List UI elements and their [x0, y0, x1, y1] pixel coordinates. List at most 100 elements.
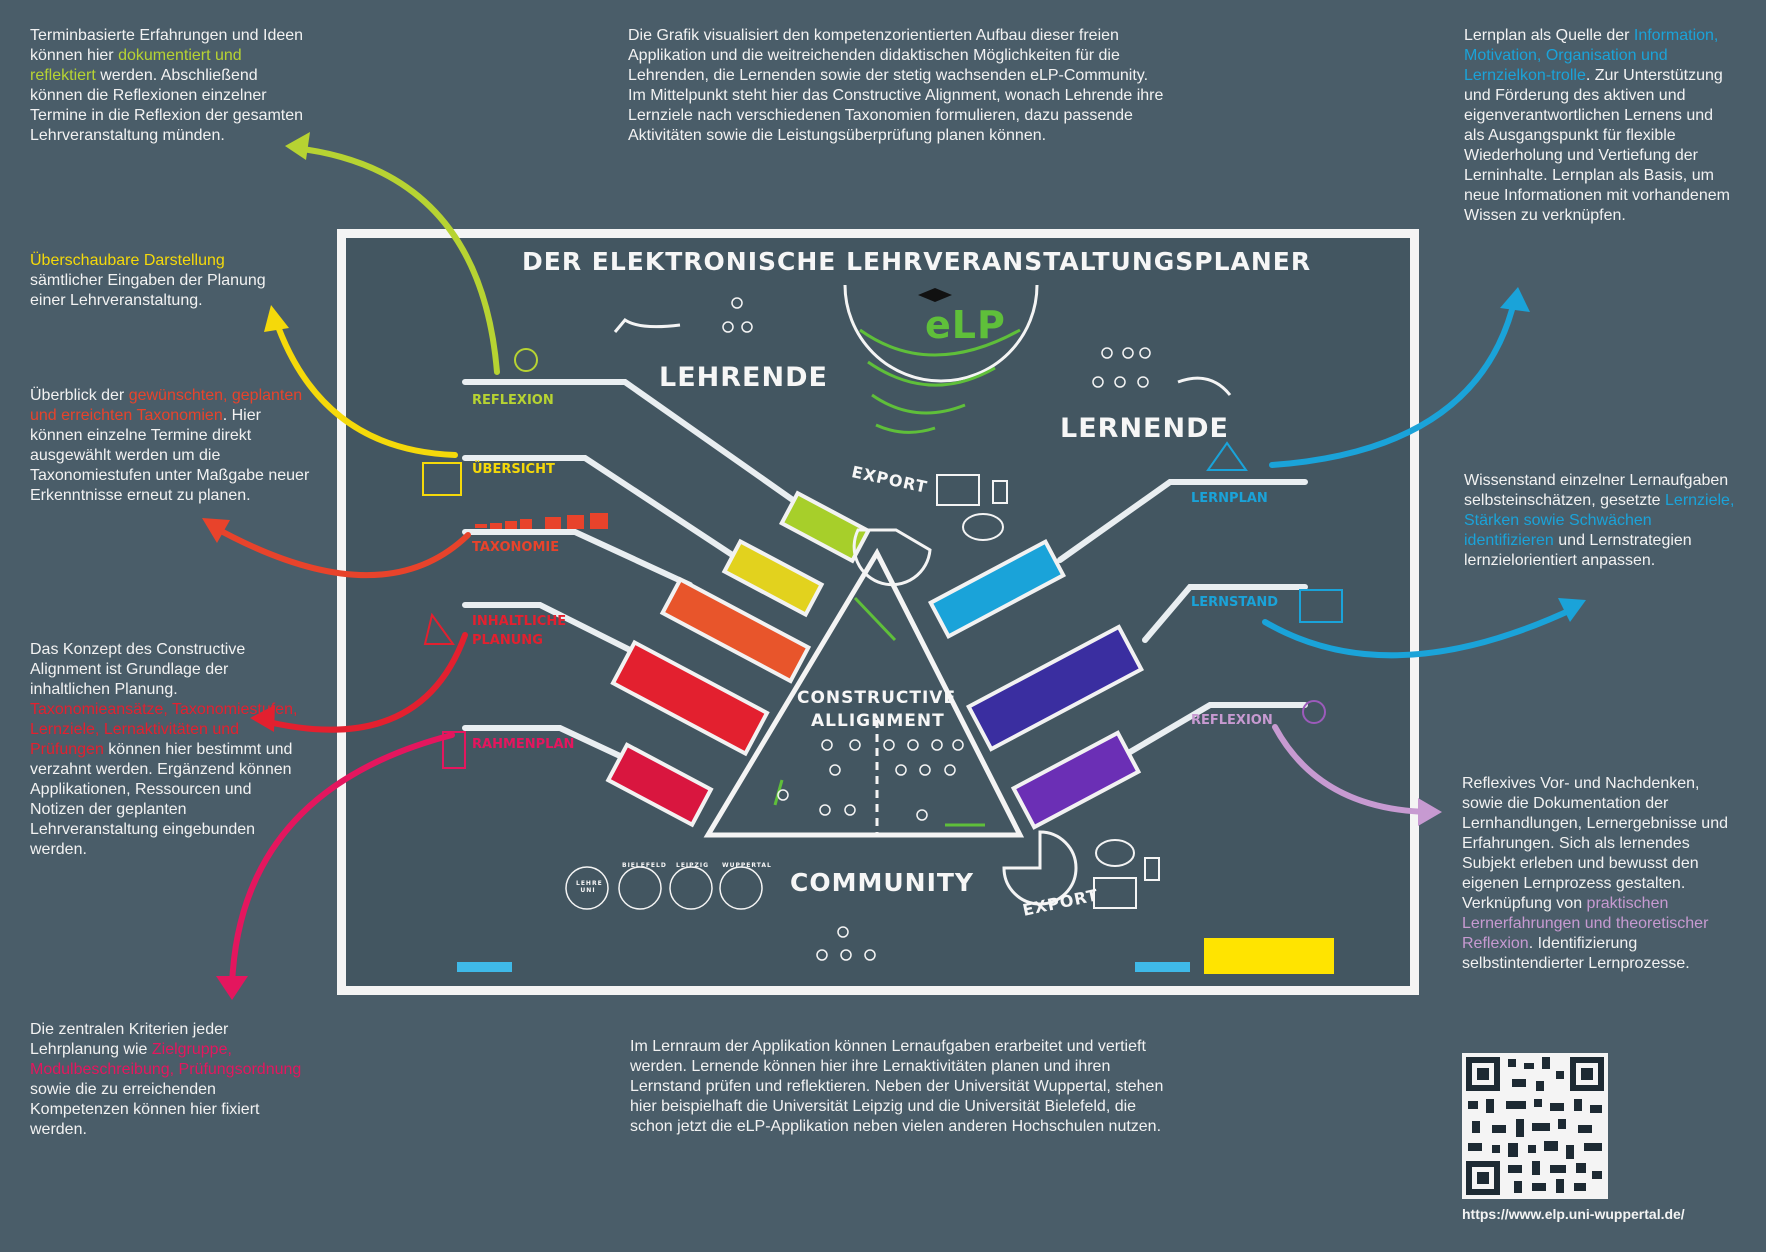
highlight: praktischen Lernerfahrungen und theoreti…: [1462, 895, 1709, 952]
text-part: Terminbasierte Erfahrungen und Ideen kön…: [30, 27, 304, 64]
label-lernende: LERNENDE: [1060, 413, 1229, 444]
label-lernplan: LERNPLAN: [1191, 491, 1268, 506]
website-link[interactable]: https://www.elp.uni-wuppertal.de/: [1462, 1206, 1685, 1222]
bar-rahmenplan: [605, 742, 714, 828]
right-text-reflexion: Reflexives Vor- und Nachdenken, sowie di…: [1462, 774, 1742, 974]
arrow-head: [1418, 798, 1442, 826]
highlight: gewünschten, geplanten und erreichten Ta…: [30, 387, 303, 424]
text-part: Überblick der: [30, 387, 129, 404]
wave-2: [867, 360, 996, 387]
phone-icon-2: [1144, 857, 1160, 881]
text-part: Lernplan als Quelle der: [1464, 27, 1634, 44]
center-intro-text: Die Grafik visualisiert den kompetenzori…: [628, 27, 1164, 144]
left-text-rahmenplan: Die zentralen Kriterien jeder Lehrplanun…: [30, 1020, 315, 1140]
arrow-taxonomie: [207, 522, 471, 578]
qr-pattern: [1466, 1057, 1604, 1195]
label-ca-line2: ALLIGNMENT: [811, 711, 945, 731]
label-rahmenplan: RAHMENPLAN: [472, 737, 575, 752]
label-lehrende: LEHRENDE: [659, 362, 828, 393]
uni-text-bielefeld: BIELEFELD: [622, 862, 667, 869]
label-community: COMMUNITY: [790, 868, 975, 897]
bar-reflexion: [778, 490, 872, 564]
bar-taxonomie: [659, 576, 812, 684]
bar-reflexion-right: [1010, 730, 1142, 830]
highlight: dokumentiert und reflektiert: [30, 47, 242, 84]
arrow-reflexion: [292, 145, 500, 375]
arrow-head: [285, 132, 310, 160]
arrow-reflexion-right: [1272, 724, 1433, 815]
label-lernstand: LERNSTAND: [1191, 595, 1279, 610]
label-ca-line1: CONSTRUCTIVE: [797, 688, 957, 708]
calendar-icon: [422, 462, 462, 496]
qr-code[interactable]: [1462, 1053, 1608, 1199]
highlight: Zielgruppe, Modulbeschreibung, Prüfungso…: [30, 1041, 302, 1078]
left-text-reflexion: Terminbasierte Erfahrungen und Ideen kön…: [30, 26, 310, 146]
curved-arrow-icon-2: [1177, 376, 1232, 396]
reflexion-target-icon: [1302, 700, 1326, 724]
arrow-head: [202, 518, 230, 543]
text-part: Die zentralen Kriterien jeder Lehrplanun…: [30, 1021, 229, 1058]
export-pie-icon-2: [1002, 830, 1078, 906]
wave-4: [875, 423, 936, 434]
chalk-piece-right: [1135, 962, 1190, 972]
text-part: können hier bestimmt und verzahnt werden…: [30, 741, 293, 858]
text-part: sämtlicher Eingaben der Planung einer Le…: [30, 272, 266, 309]
text-part: werden. Abschließend können die Reflexio…: [30, 67, 304, 144]
right-text-lernstand: Wissenstand einzelner Lernaufgaben selbs…: [1464, 471, 1739, 571]
uni-logo-leipzig: [669, 866, 713, 910]
label-planung: PLANUNG: [472, 633, 543, 648]
bar-uebersicht: [721, 538, 825, 618]
text-part: Reflexives Vor- und Nachdenken, sowie di…: [1462, 775, 1728, 912]
center-bottom-text: Im Lernraum der Applikation können Lerna…: [630, 1038, 1164, 1135]
right-text-lernplan: Lernplan als Quelle der Information, Mot…: [1464, 26, 1734, 226]
uni-logo-bielefeld: [618, 866, 662, 910]
left-text-uebersicht: Überschaubare Darstellung sämtlicher Ein…: [30, 251, 300, 311]
phone-icon: [992, 480, 1008, 504]
laptop-icon: [936, 474, 980, 506]
uni-text-leipzig: LEIPZIG: [676, 862, 710, 869]
arrow-planung: [257, 632, 468, 733]
text-part: . Zur Unterstützung und Förderung des ak…: [1464, 67, 1730, 224]
arrow-lernstand: [1262, 605, 1578, 659]
chat-icon: [962, 513, 1004, 541]
arrow-uebersicht: [272, 315, 458, 458]
bar-lernplan: [927, 539, 1067, 639]
uni-text-lehre: LEHRE UNI: [576, 880, 603, 894]
dome-arc: [843, 284, 1039, 383]
constructive-alignment-triangle: [703, 547, 1025, 838]
curved-arrow-icon: [613, 318, 681, 333]
lernstand-calendar-icon: [1299, 589, 1343, 623]
lernplan-network-icon: [1206, 441, 1248, 471]
uni-logo-wuppertal: [719, 866, 763, 910]
chalk-piece-left: [457, 962, 512, 972]
laptop-icon-2: [1093, 877, 1137, 909]
people-icons: [722, 297, 1151, 961]
wave-3: [871, 393, 966, 415]
label-taxonomie: TAXONOMIE: [472, 540, 560, 555]
label-reflexion-right: REFLEXION: [1191, 713, 1273, 728]
text-part: Wissenstand einzelner Lernaufgaben selbs…: [1464, 472, 1729, 509]
label-reflexion: REFLEXION: [472, 393, 554, 408]
target-icon: [514, 348, 538, 372]
arrow-head: [1500, 287, 1530, 312]
left-text-planung: Das Konzept des Constructive Alignment i…: [30, 640, 300, 860]
highlight: Überschaubare Darstellung: [30, 252, 225, 269]
text-part: und Lernstrategien lernzielorientiert an…: [1464, 532, 1692, 569]
sponge: [1204, 938, 1334, 974]
arrow-head: [1558, 598, 1586, 622]
bar-chart-icon: [475, 513, 608, 529]
uni-logo-lehre: [565, 866, 609, 910]
text-part: Das Konzept des Constructive Alignment i…: [30, 641, 246, 698]
highlight: Information, Motivation, Organisation un…: [1464, 27, 1719, 84]
triangle-network-icon: [423, 612, 455, 645]
bar-lernstand: [965, 624, 1145, 752]
label-uebersicht: ÜBERSICHT: [472, 462, 555, 477]
text-part: . Hier können einzelne Termine direkt au…: [30, 407, 310, 504]
left-text-taxonomie: Überblick der gewünschten, geplanten und…: [30, 386, 310, 506]
arrow-rahmenplan: [229, 732, 455, 988]
export-pie-icon: [852, 528, 932, 587]
text-part: sowie die zu erreichenden Kompetenzen kö…: [30, 1081, 260, 1138]
wave-1: [859, 328, 1021, 357]
text-part: . Identifizierung selbstintendierter Ler…: [1462, 935, 1690, 972]
